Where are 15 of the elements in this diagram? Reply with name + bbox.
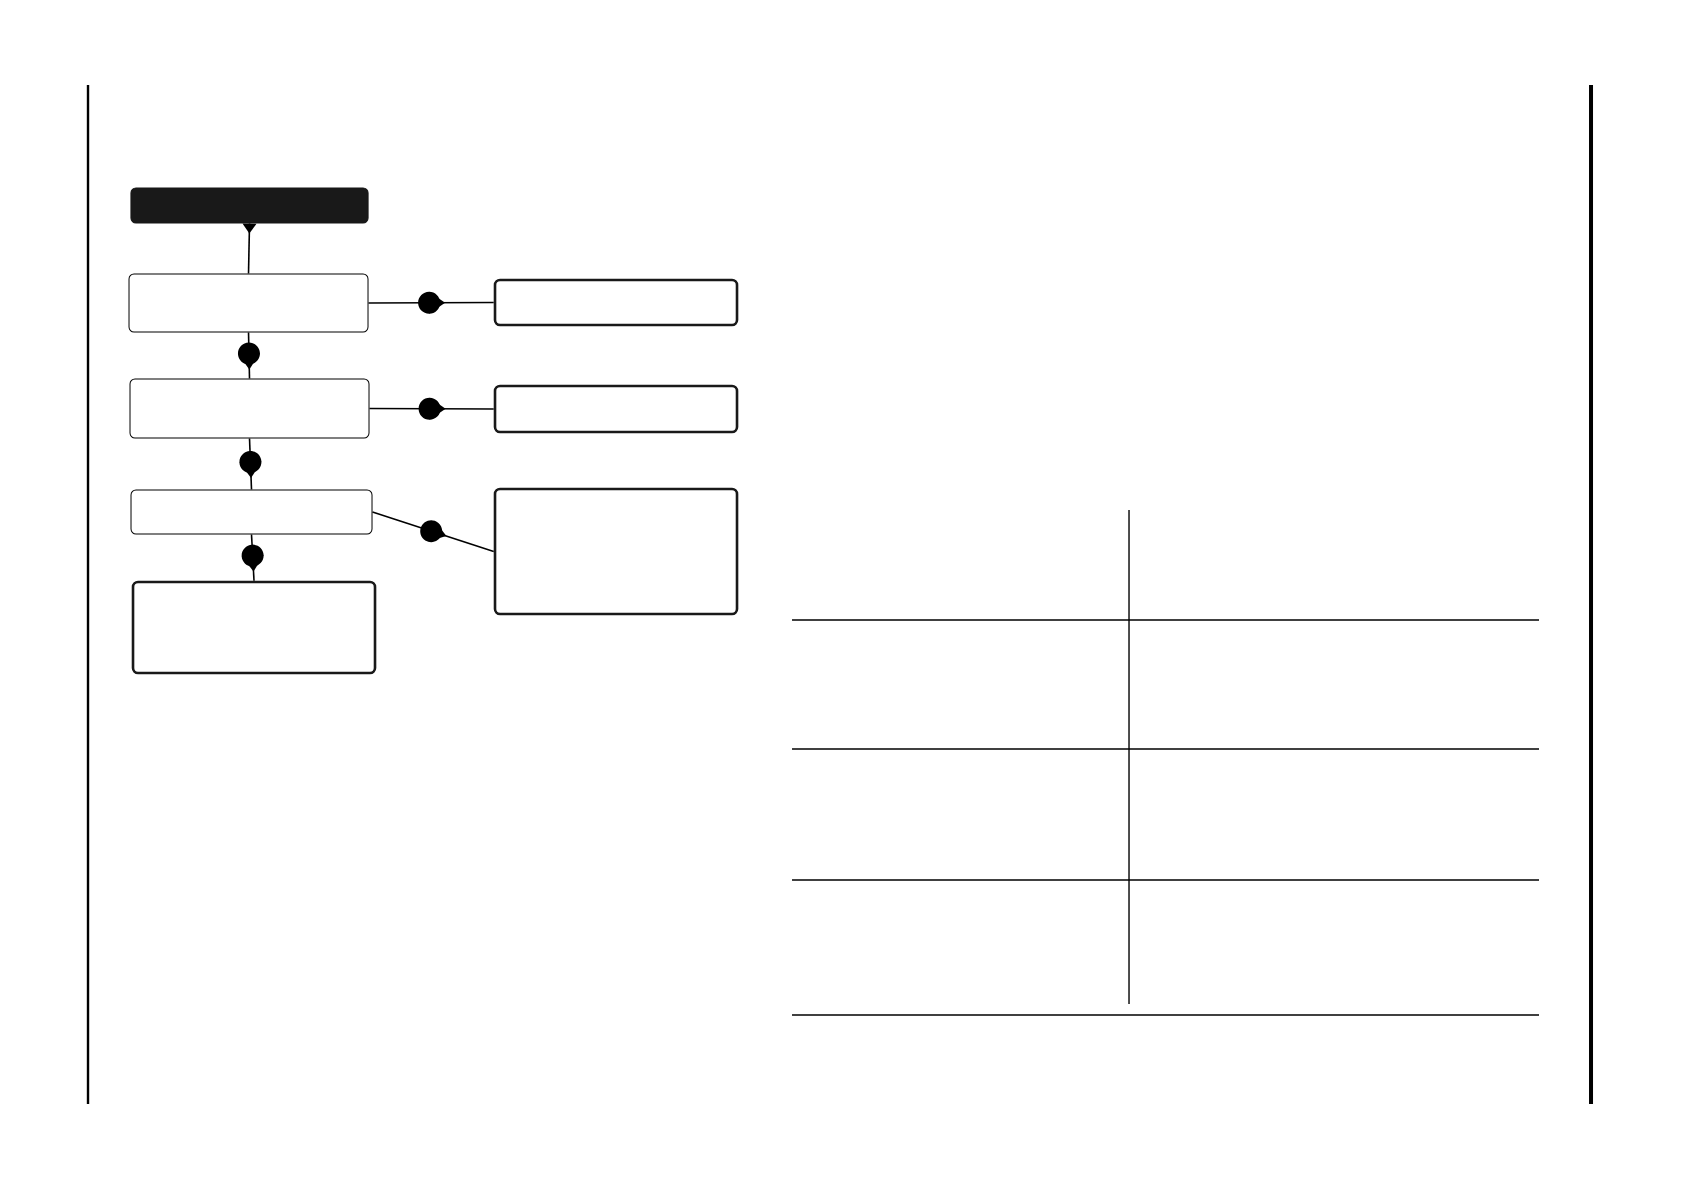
process-box — [493, 384, 739, 434]
connector — [239, 437, 262, 491]
connector — [368, 397, 495, 420]
connector — [237, 331, 260, 380]
connector — [371, 511, 495, 553]
connector — [367, 291, 495, 314]
process-box — [131, 580, 377, 675]
process-box — [493, 487, 739, 616]
process-box — [128, 273, 369, 333]
connector — [242, 222, 257, 275]
process-box — [493, 278, 739, 327]
process-box — [129, 378, 370, 439]
connector — [241, 533, 264, 582]
header-bar — [130, 187, 369, 224]
process-box — [130, 489, 373, 535]
